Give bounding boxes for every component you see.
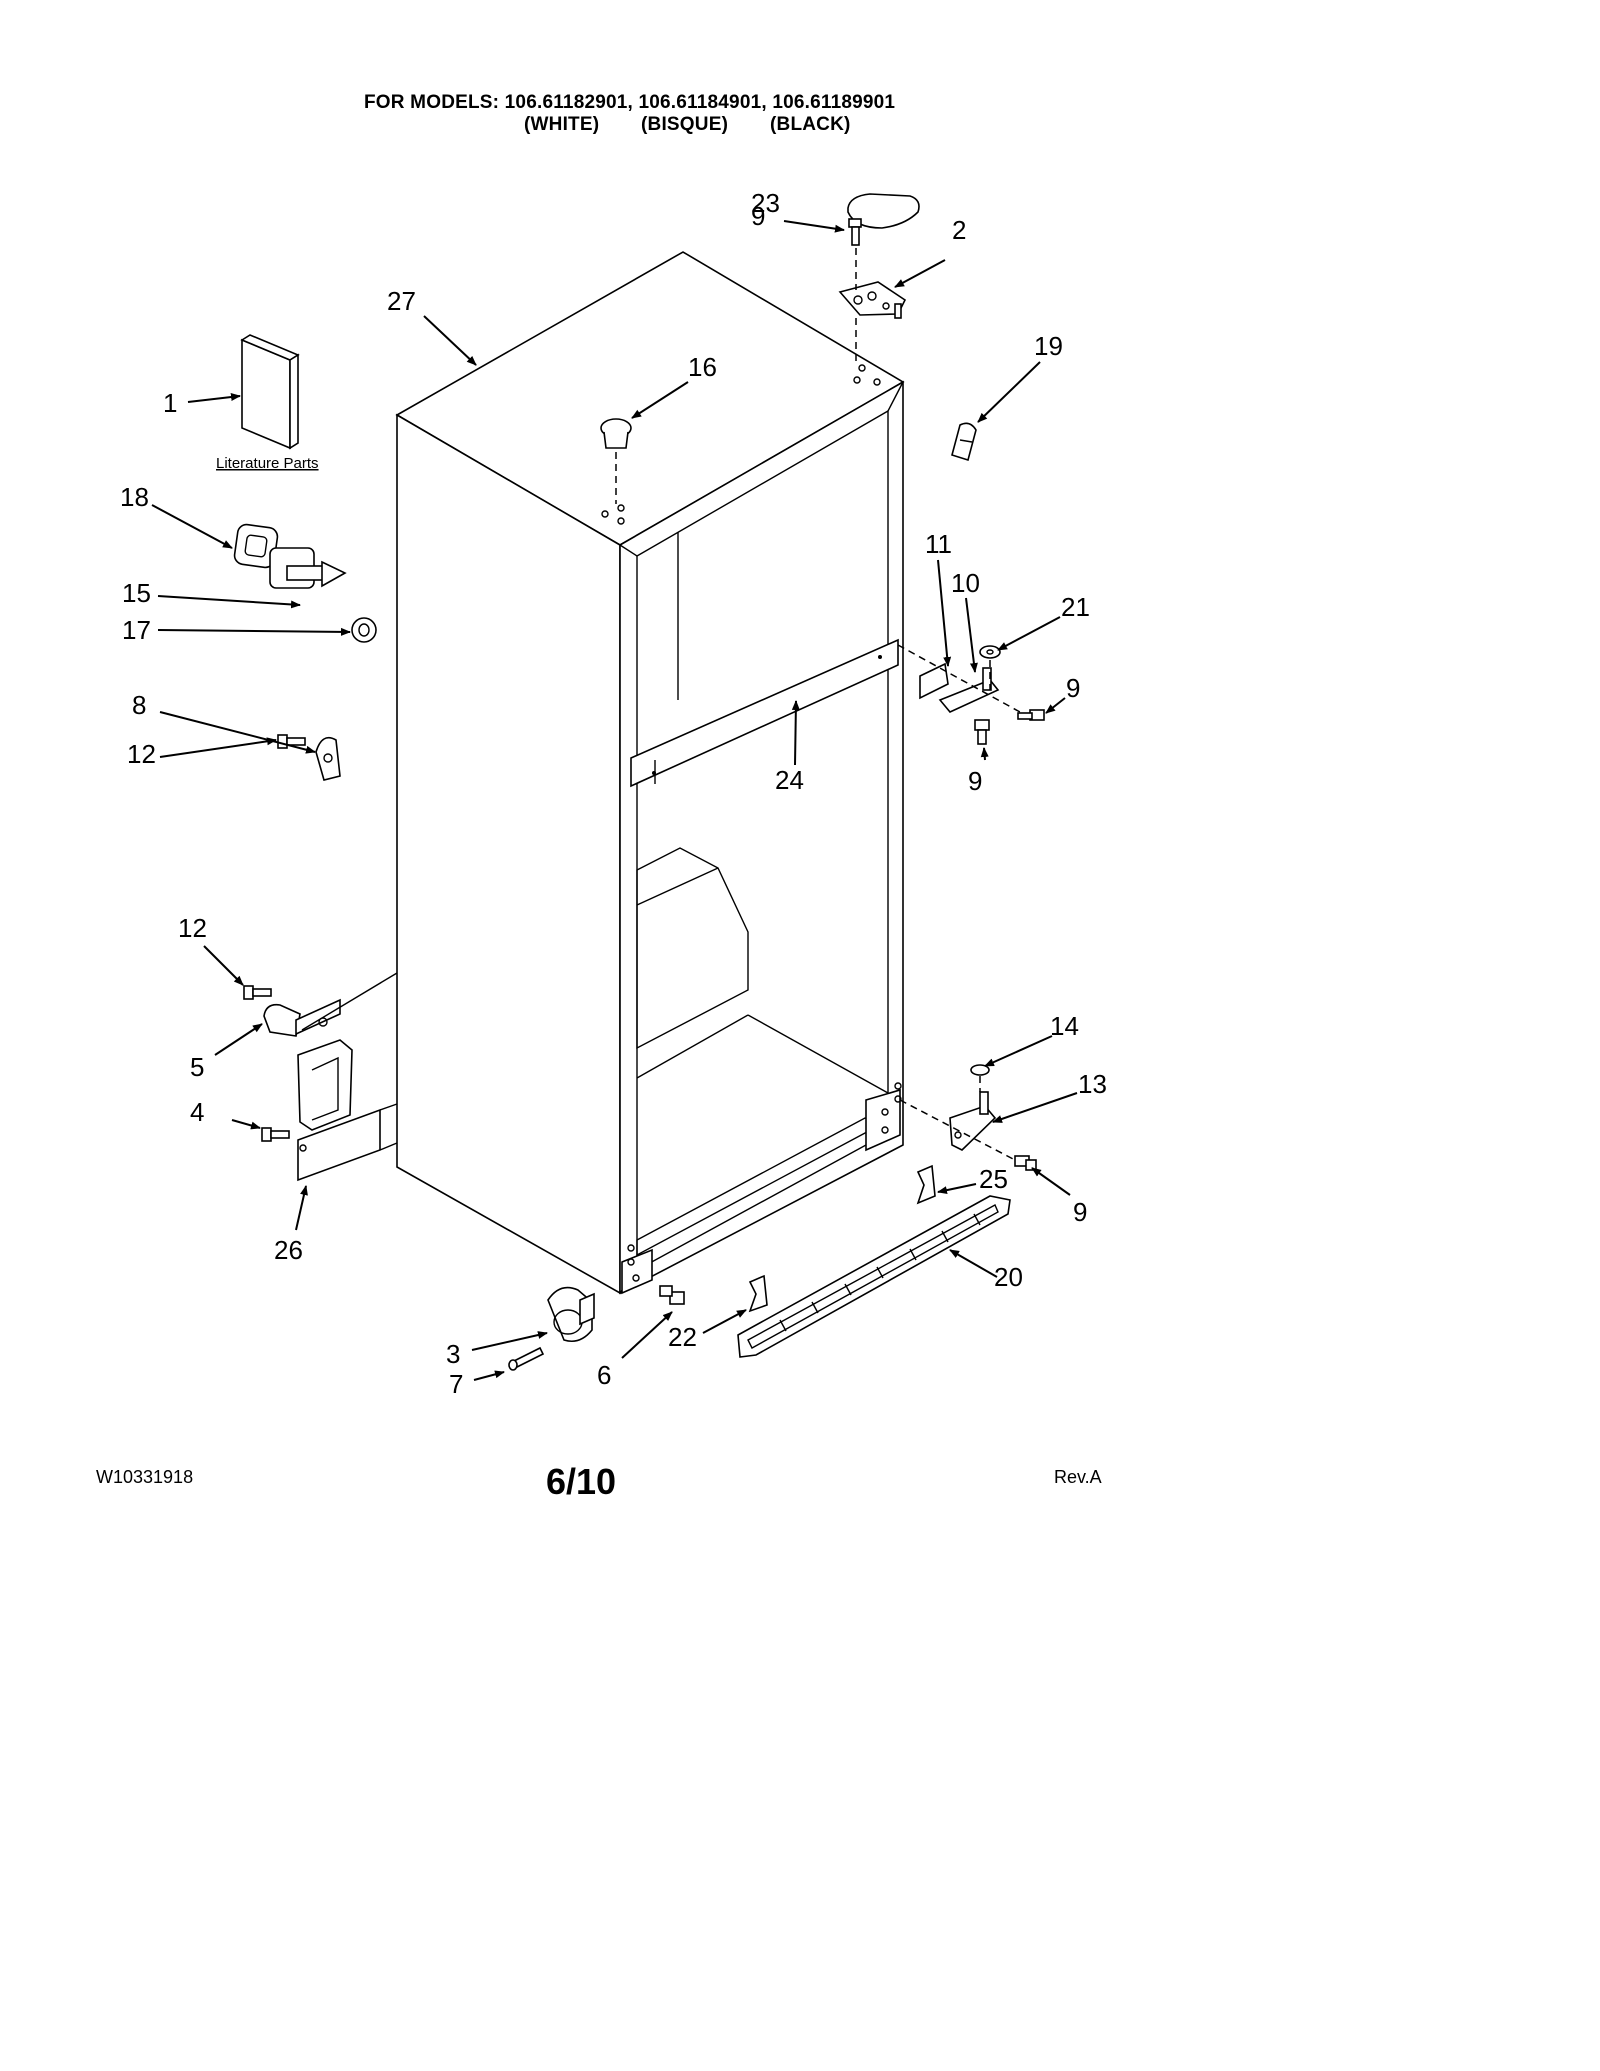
cabinet-body <box>395 251 905 1295</box>
clamp-8 <box>315 736 341 781</box>
color-black: (BLACK) <box>770 114 851 135</box>
page-number: 6/10 <box>546 1461 617 1502</box>
callout-14: 14 <box>1050 1011 1079 1041</box>
toe-grille <box>737 1195 1011 1358</box>
callout-4: 4 <box>190 1097 204 1127</box>
callout-25: 25 <box>979 1164 1008 1194</box>
callout-26: 26 <box>274 1235 303 1265</box>
callout-5: 5 <box>190 1052 204 1082</box>
door-stop-5 <box>263 998 341 1037</box>
callout-2: 2 <box>952 215 966 245</box>
door-closer-bracket <box>297 1039 353 1131</box>
screw-9-middle-lower <box>974 719 990 745</box>
literature-label: Literature Parts <box>216 455 319 472</box>
hinge-cover <box>847 193 920 229</box>
washer-14 <box>970 1064 990 1076</box>
callout-9-middle-lower: 9 <box>968 766 982 796</box>
callout-17: 17 <box>122 615 151 645</box>
callout-12-upper: 12 <box>127 739 156 769</box>
roller-assembly <box>547 1286 595 1343</box>
callout-11: 11 <box>925 529 952 559</box>
callout-10: 10 <box>951 568 980 598</box>
callout-19: 19 <box>1034 331 1063 361</box>
callout-22: 22 <box>668 1322 697 1352</box>
callout-16: 16 <box>688 352 717 382</box>
leader-lines <box>151 220 1078 1381</box>
models-header: FOR MODELS: 106.61182901, 106.61184901, … <box>364 92 896 113</box>
callout-9-middle-right: 9 <box>1066 673 1080 703</box>
tube-connector <box>269 547 347 589</box>
callout-8: 8 <box>132 690 146 720</box>
screw-6 <box>659 1285 685 1305</box>
color-white: (WHITE) <box>524 114 600 135</box>
color-bisque: (BISQUE) <box>641 114 729 135</box>
callout-23: 23 <box>751 188 780 218</box>
callout-21: 21 <box>1061 592 1090 622</box>
middle-hinge-shim <box>919 662 949 700</box>
callout-7: 7 <box>449 1369 463 1399</box>
literature-parts-booklet <box>240 334 300 450</box>
grille-clip-25 <box>916 1164 936 1205</box>
callout-3: 3 <box>446 1339 460 1369</box>
top-hinge <box>838 281 907 319</box>
callout-6: 6 <box>597 1360 611 1390</box>
hinge-cover-right <box>951 422 977 462</box>
parts-diagram: Literature Parts <box>120 188 1107 1399</box>
screw-9-middle-right <box>1017 709 1045 721</box>
roller-pin <box>508 1346 545 1371</box>
toe-grille-bracket-26 <box>297 1103 398 1182</box>
callout-20: 20 <box>994 1262 1023 1292</box>
document-number: W10331918 <box>96 1467 194 1487</box>
top-hinge-screw <box>848 218 862 246</box>
plug-button <box>600 418 632 449</box>
callout-9-bottom: 9 <box>1073 1197 1087 1227</box>
callout-24: 24 <box>775 765 804 795</box>
revision-label: Rev.A <box>1054 1467 1102 1487</box>
grille-clip-22 <box>748 1274 768 1313</box>
callout-12-lower: 12 <box>178 913 207 943</box>
screw-4 <box>261 1127 290 1142</box>
callout-15: 15 <box>122 578 151 608</box>
callout-18: 18 <box>120 482 149 512</box>
bottom-hinge <box>949 1091 997 1151</box>
callout-13: 13 <box>1078 1069 1107 1099</box>
screw-12-lower <box>243 985 272 1000</box>
washer-21 <box>979 645 1001 659</box>
screw-9-bottom <box>1014 1155 1037 1171</box>
callout-9-top: 9 <box>751 201 765 231</box>
washer-17 <box>351 617 377 643</box>
callout-27: 27 <box>387 286 416 316</box>
callout-1: 1 <box>163 388 177 418</box>
